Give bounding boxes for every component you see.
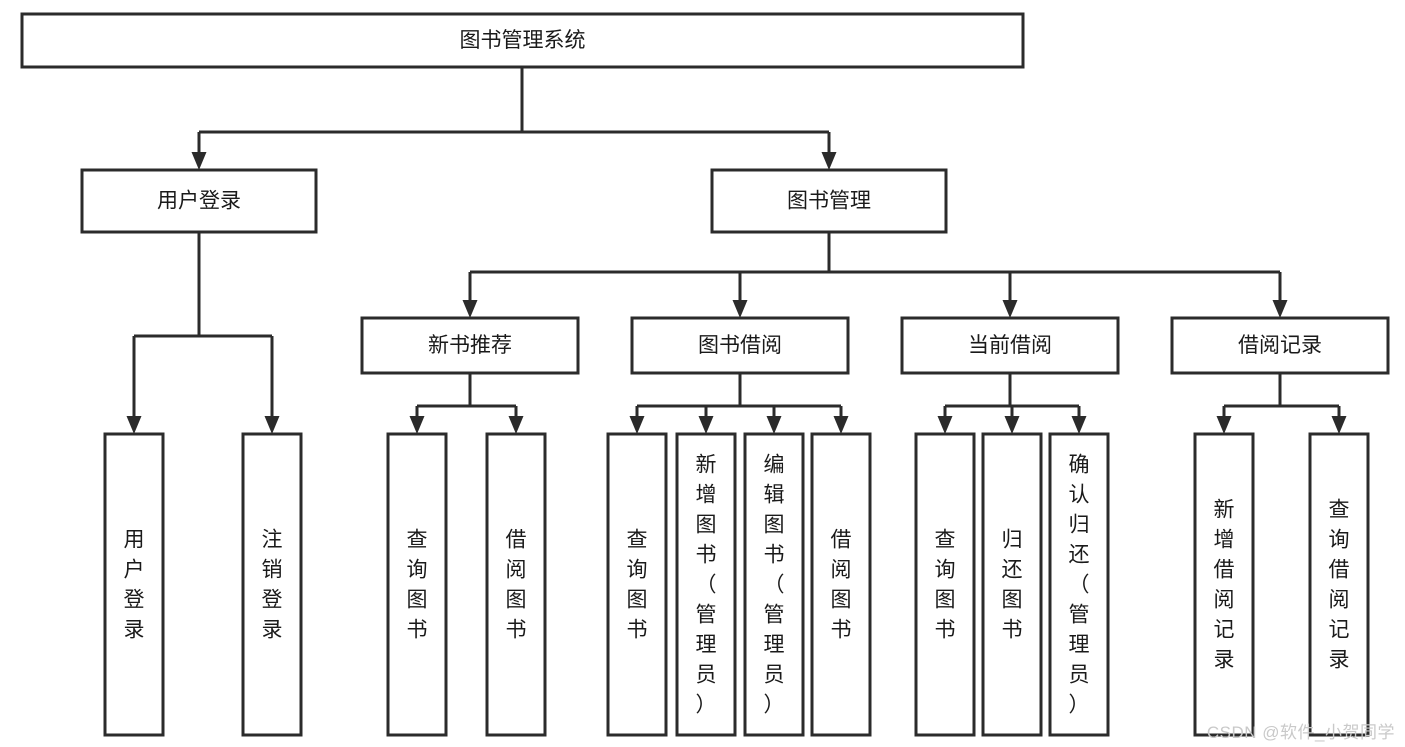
node-label-leaf-add-borrow-record: 新增借阅记录 <box>1214 499 1235 672</box>
node-leaf-query-book-current[interactable]: 查询图书 <box>914 432 976 737</box>
node-label-leaf-confirm-return-admin: 确认归还（管理员） <box>1069 454 1090 717</box>
node-box-leaf-query-book-recommend[interactable] <box>386 432 448 737</box>
node-label-leaf-query-book-recommend: 查询图书 <box>407 529 428 642</box>
connector-current-to-leaves <box>937 373 1087 434</box>
node-label-current-borrow: 当前借阅 <box>968 334 1052 357</box>
arrow-head-icon <box>1216 416 1232 434</box>
arrow-head-icon <box>191 152 207 170</box>
connector-layer <box>126 67 1347 434</box>
node-label-leaf-borrow-book: 借阅图书 <box>831 529 852 642</box>
node-label-book-management: 图书管理 <box>787 190 871 213</box>
arrow-head-icon <box>126 416 142 434</box>
node-leaf-borrow-book[interactable]: 借阅图书 <box>810 432 872 737</box>
arrow-head-icon <box>409 416 425 434</box>
connector-root-to-level1 <box>191 67 837 170</box>
node-box-book-borrow[interactable] <box>630 316 850 375</box>
node-box-leaf-edit-book-admin[interactable] <box>743 432 805 737</box>
node-box-leaf-query-borrow-record[interactable] <box>1308 432 1370 737</box>
node-label-leaf-return-book: 归还图书 <box>1002 529 1023 642</box>
node-label-leaf-user-login: 用户登录 <box>124 529 145 642</box>
node-box-current-borrow[interactable] <box>900 316 1120 375</box>
arrow-head-icon <box>1331 416 1347 434</box>
node-box-root[interactable] <box>20 12 1025 69</box>
connector-bookmgmt-to-level2 <box>462 232 1288 318</box>
connector-record-to-leaves <box>1216 373 1347 434</box>
node-box-borrow-record[interactable] <box>1170 316 1390 375</box>
node-leaf-confirm-return-admin[interactable]: 确认归还（管理员） <box>1048 432 1110 737</box>
node-layer: 图书管理系统用户登录图书管理新书推荐图书借阅当前借阅借阅记录用户登录注销登录查询… <box>20 12 1390 737</box>
node-user-login[interactable]: 用户登录 <box>80 168 318 234</box>
node-book-borrow[interactable]: 图书借阅 <box>630 316 850 375</box>
node-label-user-login: 用户登录 <box>157 190 241 213</box>
node-leaf-user-login[interactable]: 用户登录 <box>103 432 165 737</box>
arrow-head-icon <box>264 416 280 434</box>
node-box-leaf-user-login[interactable] <box>103 432 165 737</box>
arrow-head-icon <box>1004 416 1020 434</box>
node-label-leaf-query-book-current: 查询图书 <box>935 529 956 642</box>
node-box-leaf-borrow-book-recommend[interactable] <box>485 432 547 737</box>
node-label-leaf-borrow-book-recommend: 借阅图书 <box>506 529 527 642</box>
node-box-leaf-query-book-borrow[interactable] <box>606 432 668 737</box>
connector-userlogin-to-leaves <box>126 232 280 434</box>
arrow-head-icon <box>629 416 645 434</box>
node-box-leaf-return-book[interactable] <box>981 432 1043 737</box>
node-box-new-book-recommend[interactable] <box>360 316 580 375</box>
node-label-leaf-edit-book-admin: 编辑图书（管理员） <box>764 454 785 717</box>
node-box-book-management[interactable] <box>710 168 948 234</box>
arrow-head-icon <box>766 416 782 434</box>
node-box-leaf-borrow-book[interactable] <box>810 432 872 737</box>
node-new-book-recommend[interactable]: 新书推荐 <box>360 316 580 375</box>
node-box-leaf-logout-login[interactable] <box>241 432 303 737</box>
arrow-head-icon <box>937 416 953 434</box>
node-label-leaf-add-book-admin: 新增图书（管理员） <box>696 454 717 717</box>
arrow-head-icon <box>1002 300 1018 318</box>
csdn-watermark: CSDN @软件_小贺同学 <box>1206 723 1395 742</box>
node-label-book-borrow: 图书借阅 <box>698 334 782 357</box>
node-leaf-query-book-recommend[interactable]: 查询图书 <box>386 432 448 737</box>
arrow-head-icon <box>833 416 849 434</box>
node-box-leaf-add-borrow-record[interactable] <box>1193 432 1255 737</box>
connector-recommend-to-leaves <box>409 373 524 434</box>
node-label-borrow-record: 借阅记录 <box>1238 334 1322 357</box>
node-root[interactable]: 图书管理系统 <box>20 12 1025 69</box>
node-label-root: 图书管理系统 <box>460 29 586 52</box>
connector-borrow-to-leaves <box>629 373 849 434</box>
node-leaf-add-book-admin[interactable]: 新增图书（管理员） <box>675 432 737 737</box>
node-label-leaf-query-book-borrow: 查询图书 <box>627 529 648 642</box>
node-leaf-add-borrow-record[interactable]: 新增借阅记录 <box>1193 432 1255 737</box>
node-box-leaf-query-book-current[interactable] <box>914 432 976 737</box>
node-leaf-return-book[interactable]: 归还图书 <box>981 432 1043 737</box>
arrow-head-icon <box>1272 300 1288 318</box>
node-label-leaf-query-borrow-record: 查询借阅记录 <box>1329 499 1350 672</box>
node-leaf-edit-book-admin[interactable]: 编辑图书（管理员） <box>743 432 805 737</box>
node-label-leaf-logout-login: 注销登录 <box>262 529 283 642</box>
node-box-leaf-confirm-return-admin[interactable] <box>1048 432 1110 737</box>
arrow-head-icon <box>1071 416 1087 434</box>
node-leaf-borrow-book-recommend[interactable]: 借阅图书 <box>485 432 547 737</box>
node-book-management[interactable]: 图书管理 <box>710 168 948 234</box>
node-box-leaf-add-book-admin[interactable] <box>675 432 737 737</box>
arrow-head-icon <box>821 152 837 170</box>
node-leaf-query-borrow-record[interactable]: 查询借阅记录 <box>1308 432 1370 737</box>
node-leaf-query-book-borrow[interactable]: 查询图书 <box>606 432 668 737</box>
arrow-head-icon <box>732 300 748 318</box>
node-label-new-book-recommend: 新书推荐 <box>428 334 512 357</box>
node-current-borrow[interactable]: 当前借阅 <box>900 316 1120 375</box>
node-borrow-record[interactable]: 借阅记录 <box>1170 316 1390 375</box>
arrow-head-icon <box>698 416 714 434</box>
arrow-head-icon <box>508 416 524 434</box>
node-box-user-login[interactable] <box>80 168 318 234</box>
arrow-head-icon <box>462 300 478 318</box>
node-leaf-logout-login[interactable]: 注销登录 <box>241 432 303 737</box>
